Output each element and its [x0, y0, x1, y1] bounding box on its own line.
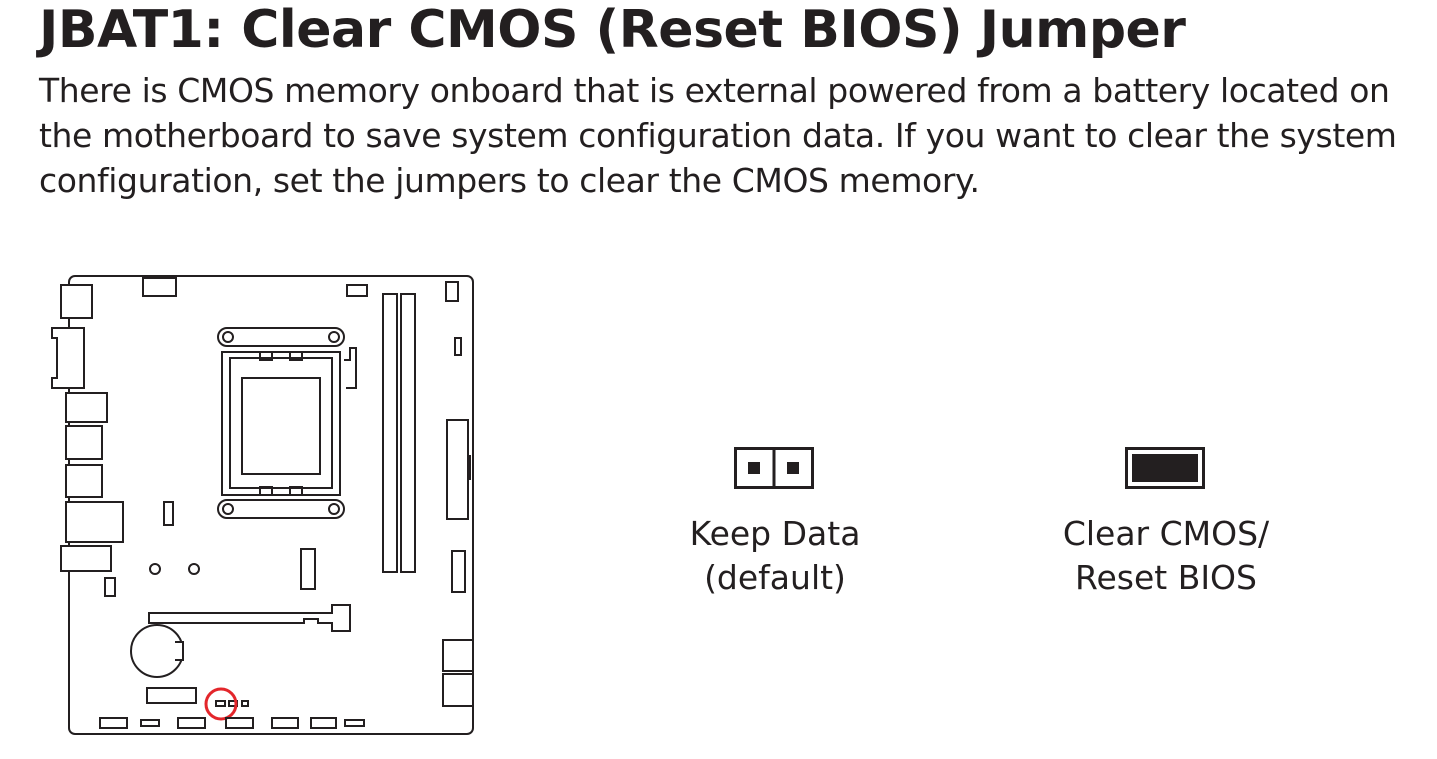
io-port	[65, 392, 108, 423]
front-panel-header	[310, 717, 337, 729]
atx-power-connector	[446, 419, 469, 520]
header	[454, 337, 462, 356]
io-port	[65, 464, 103, 498]
mount-hole	[188, 563, 200, 575]
jumper-open-icon	[734, 447, 814, 489]
pcie-slot	[148, 604, 351, 632]
label-line: (default)	[704, 558, 846, 597]
description-paragraph: There is CMOS memory onboard that is ext…	[39, 71, 1397, 200]
header	[146, 687, 197, 704]
header	[142, 277, 177, 297]
dimm-slot	[382, 293, 398, 573]
io-port	[51, 327, 85, 389]
jbat1-header	[215, 700, 226, 707]
jumper-label-keep-data: Keep Data (default)	[665, 512, 885, 600]
label-line: Reset BIOS	[1075, 558, 1257, 597]
front-panel-header	[140, 719, 160, 727]
sata-connector	[451, 550, 466, 593]
label-line: Keep Data	[689, 514, 861, 553]
m2-slot	[300, 548, 316, 590]
mount-hole	[149, 563, 161, 575]
front-panel-header	[225, 717, 254, 729]
io-port	[65, 425, 103, 460]
io-port	[65, 501, 124, 543]
usb-header	[442, 673, 474, 707]
jbat1-highlight	[204, 687, 238, 721]
dimm-slot	[400, 293, 416, 573]
io-port	[60, 284, 93, 319]
io-port	[60, 545, 112, 572]
front-panel-header	[99, 717, 128, 729]
jumper-label-clear-cmos: Clear CMOS/ Reset BIOS	[1036, 512, 1296, 600]
header	[346, 284, 368, 297]
header	[445, 281, 459, 302]
usb-header	[442, 639, 474, 672]
header	[163, 501, 174, 526]
cpu-socket	[217, 327, 357, 519]
front-panel-header	[177, 717, 206, 729]
page-title: JBAT1: Clear CMOS (Reset BIOS) Jumper	[39, 0, 1186, 60]
label-line: Clear CMOS/	[1062, 514, 1270, 553]
header	[104, 577, 116, 597]
motherboard-diagram	[51, 275, 474, 735]
jumper-closed-icon	[1125, 447, 1205, 489]
front-panel-header	[271, 717, 299, 729]
front-panel-header	[344, 719, 365, 727]
